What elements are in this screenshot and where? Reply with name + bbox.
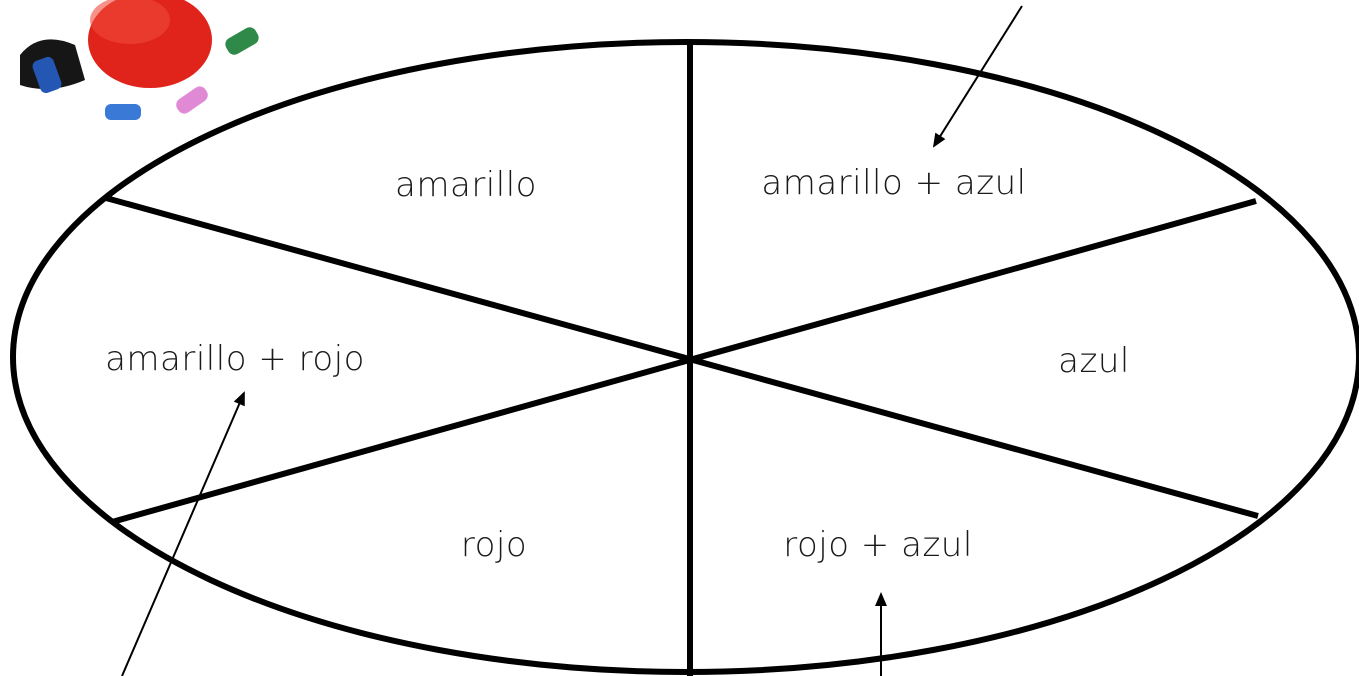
sewing-pouch-icon [20, 0, 261, 120]
label-amarillo-azul: amarillo + azul [761, 163, 1026, 203]
arrow-to-amarillo-azul [934, 6, 1022, 146]
label-amarillo-rojo: amarillo + rojo [105, 339, 365, 379]
blue-spool-icon [105, 104, 141, 120]
label-amarillo: amarillo [395, 165, 537, 205]
green-spool-icon [223, 25, 261, 58]
arrow-to-amarillo-rojo [122, 393, 244, 676]
label-azul: azul [1058, 341, 1130, 381]
label-rojo-azul: rojo + azul [783, 525, 973, 565]
label-rojo: rojo [461, 525, 527, 565]
pink-spool-icon [173, 84, 210, 117]
